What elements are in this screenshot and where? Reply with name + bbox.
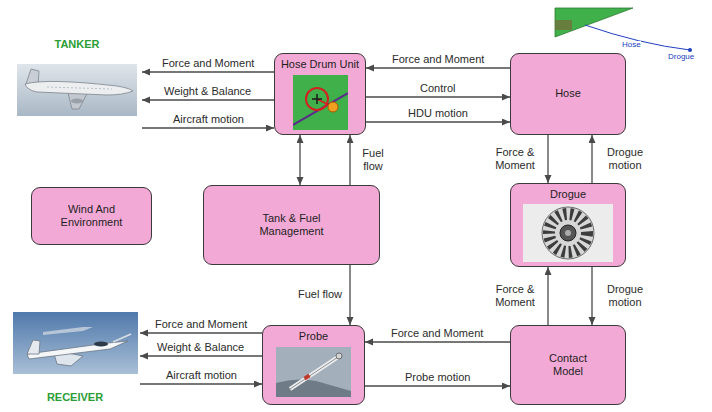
signal-label: Force & Moment bbox=[488, 146, 542, 172]
connector-arrow bbox=[349, 135, 350, 185]
connector-arrow bbox=[366, 96, 510, 97]
connector-arrow bbox=[140, 355, 262, 356]
connector-arrow bbox=[349, 265, 350, 325]
process-box: Probe bbox=[262, 325, 365, 405]
box-label: Drogue bbox=[550, 188, 586, 201]
inset-label: Hose bbox=[622, 41, 641, 50]
signal-label: Force and Moment bbox=[390, 53, 486, 66]
signal-label: Force & Moment bbox=[488, 283, 542, 309]
box-label: Hose Drum Unit bbox=[281, 58, 359, 71]
signal-label: Fuel flow bbox=[296, 288, 344, 301]
connector-arrow bbox=[591, 267, 592, 325]
box-label: Probe bbox=[299, 330, 328, 343]
signal-label: Weight & Balance bbox=[155, 341, 246, 354]
signal-label: Force and Moment bbox=[160, 57, 256, 70]
box-label: Contact Model bbox=[538, 352, 598, 378]
connector-arrow bbox=[366, 67, 510, 68]
connector-arrow bbox=[591, 135, 592, 183]
inset-label: Drogue bbox=[668, 53, 694, 62]
signal-label: Control bbox=[418, 82, 457, 95]
aircraft-name: TANKER bbox=[54, 38, 99, 51]
box-label: Wind And Environment bbox=[36, 203, 147, 229]
process-box: Contact Model bbox=[510, 325, 626, 405]
signal-label: Force and Moment bbox=[389, 327, 485, 340]
aircraft-name: RECEIVER bbox=[47, 391, 103, 404]
signal-label: Drogue motion bbox=[598, 146, 652, 172]
process-box: Hose bbox=[510, 53, 626, 135]
signal-label: HDU motion bbox=[406, 107, 470, 120]
connector-arrow bbox=[365, 385, 510, 386]
connector-arrow bbox=[142, 127, 274, 128]
signal-label: Fuel flow bbox=[356, 147, 390, 173]
connector-arrow bbox=[547, 135, 548, 183]
tanker-aircraft bbox=[17, 64, 137, 116]
connector-arrow bbox=[365, 341, 510, 342]
box-label: Hose bbox=[555, 87, 581, 100]
aircraft-figure: TANKER bbox=[12, 38, 142, 126]
signal-label: Drogue motion bbox=[598, 283, 652, 309]
probe-photo bbox=[276, 347, 351, 397]
hose-drum-figure bbox=[293, 75, 348, 130]
process-box: Tank & Fuel Management bbox=[203, 185, 380, 265]
connector-arrow bbox=[142, 99, 274, 100]
process-box: Drogue bbox=[510, 183, 626, 267]
aircraft-figure: RECEIVER bbox=[10, 312, 140, 404]
receiver-aircraft bbox=[13, 312, 138, 374]
process-box: Hose Drum Unit bbox=[274, 53, 366, 135]
connector-arrow bbox=[142, 71, 274, 72]
signal-label: Probe motion bbox=[403, 371, 472, 384]
connector-arrow bbox=[140, 383, 262, 384]
connector-arrow bbox=[547, 267, 548, 325]
box-label: Tank & Fuel Management bbox=[242, 212, 342, 238]
process-box: Wind And Environment bbox=[31, 187, 152, 245]
signal-label: Aircraft motion bbox=[164, 369, 239, 382]
connector-arrow bbox=[366, 121, 510, 122]
signal-label: Aircraft motion bbox=[171, 113, 246, 126]
connector-arrow bbox=[140, 332, 262, 333]
connector-arrow bbox=[299, 135, 300, 185]
signal-label: Force and Moment bbox=[153, 318, 249, 331]
signal-label: Weight & Balance bbox=[162, 85, 253, 98]
drogue-photo bbox=[523, 204, 613, 262]
